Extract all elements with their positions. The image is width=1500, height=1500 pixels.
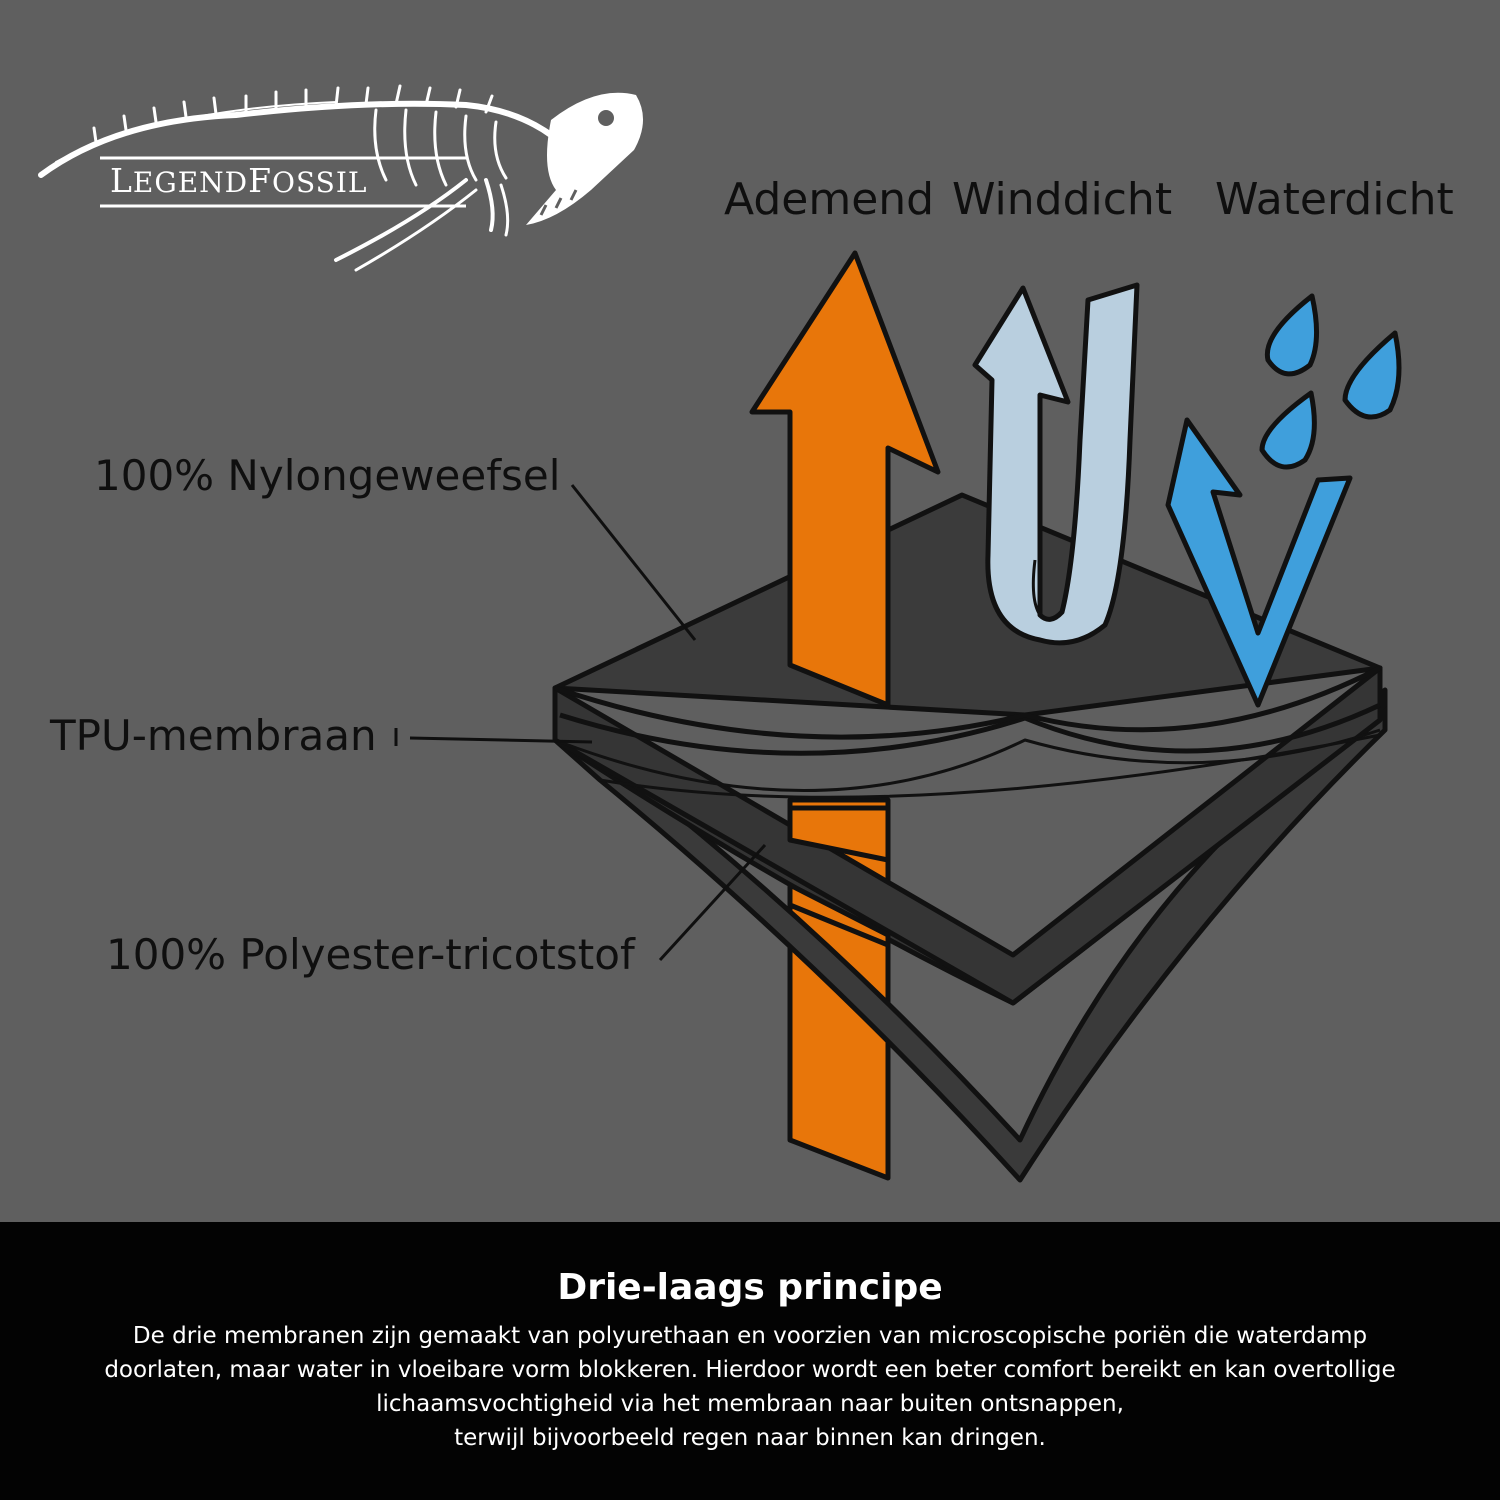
waterproof-label: Waterdicht — [1215, 174, 1454, 225]
footer-line: De drie membranen zijn gemaakt van polyu… — [132, 1323, 1368, 1350]
footer-title: Drie-laags principe — [557, 1267, 943, 1308]
footer-line: terwijl bijvoorbeeld regen naar binnen k… — [454, 1425, 1046, 1452]
inner-layer-label: 100% Polyester-tricotstof — [106, 930, 635, 979]
brand-name: LEGENDFOSSIL — [110, 161, 368, 200]
footer-line: doorlaten, maar water in vloeibare vorm … — [104, 1357, 1396, 1384]
outer-layer-label: 100% Nylongeweefsel — [94, 451, 561, 500]
membrane-layer-label: TPU-membraan — [50, 711, 377, 760]
water-drop-icon — [1342, 330, 1402, 420]
footer-description: De drie membranen zijn gemaakt van polyu… — [90, 1319, 1410, 1455]
water-drop-icon — [1264, 293, 1320, 377]
footer-panel: Drie-laags principe De drie membranen zi… — [0, 1222, 1500, 1500]
footer-line: lichaamsvochtigheid via het membraan naa… — [376, 1391, 1124, 1418]
fossil-skeleton-logo — [38, 84, 644, 272]
fabric-layer-diagram — [394, 250, 1402, 1183]
wind-u-turn-arrow-icon — [972, 282, 1140, 646]
orange-up-arrow-icon — [749, 250, 941, 708]
breathable-label: Ademend — [724, 174, 935, 225]
water-bounce-arrow-icon — [1165, 417, 1353, 708]
water-drop-icon — [1259, 390, 1317, 470]
membrane-layer-pointer — [409, 736, 593, 744]
inner-layer-pointer — [658, 843, 767, 962]
outer-layer-pointer — [570, 484, 697, 641]
windproof-label: Winddicht — [952, 174, 1173, 225]
diagram-area: LEGENDFOSSIL Ademend Winddicht Waterdich… — [38, 84, 1454, 1183]
